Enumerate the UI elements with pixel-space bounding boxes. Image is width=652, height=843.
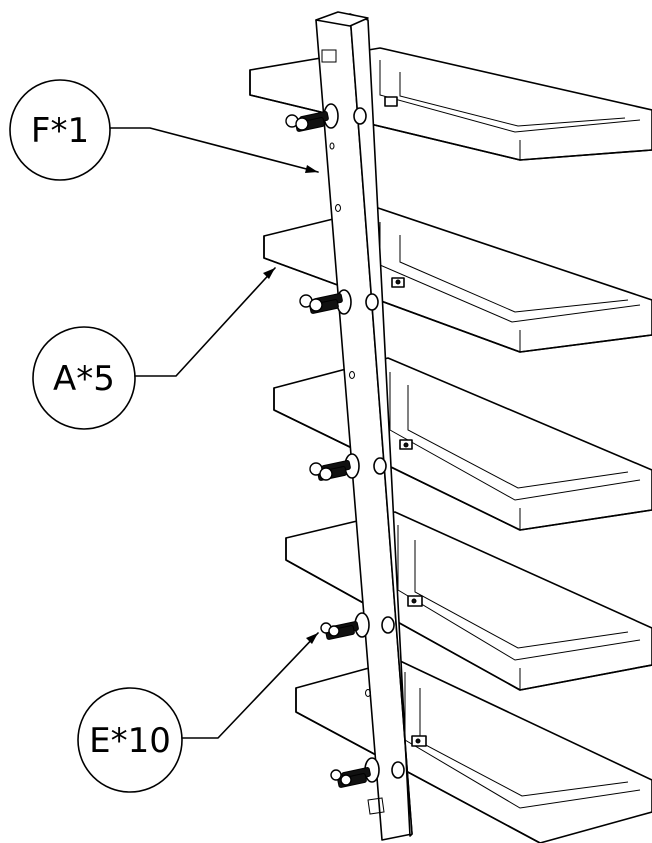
shelf-brackets bbox=[384, 96, 427, 747]
vertical-post bbox=[315, 11, 413, 841]
screw-pair-1 bbox=[285, 111, 329, 132]
screw-pair-3 bbox=[309, 460, 351, 481]
shelf-3 bbox=[273, 357, 652, 531]
shelf-4 bbox=[285, 511, 652, 691]
callout-screws: E*10 bbox=[77, 632, 319, 793]
callout-frame: F*1 bbox=[9, 79, 319, 181]
shelf-2 bbox=[263, 207, 652, 353]
screw-pair-5 bbox=[330, 767, 371, 788]
shelf-5 bbox=[295, 659, 652, 843]
callout-screws-label: E*10 bbox=[89, 721, 171, 761]
callout-shelf: A*5 bbox=[32, 267, 276, 430]
screw-pair-2 bbox=[299, 293, 343, 314]
shelf-1 bbox=[249, 47, 652, 161]
screw-pair-4 bbox=[320, 621, 359, 640]
callout-shelf-label: A*5 bbox=[53, 359, 115, 399]
callout-frame-label: F*1 bbox=[31, 111, 89, 151]
